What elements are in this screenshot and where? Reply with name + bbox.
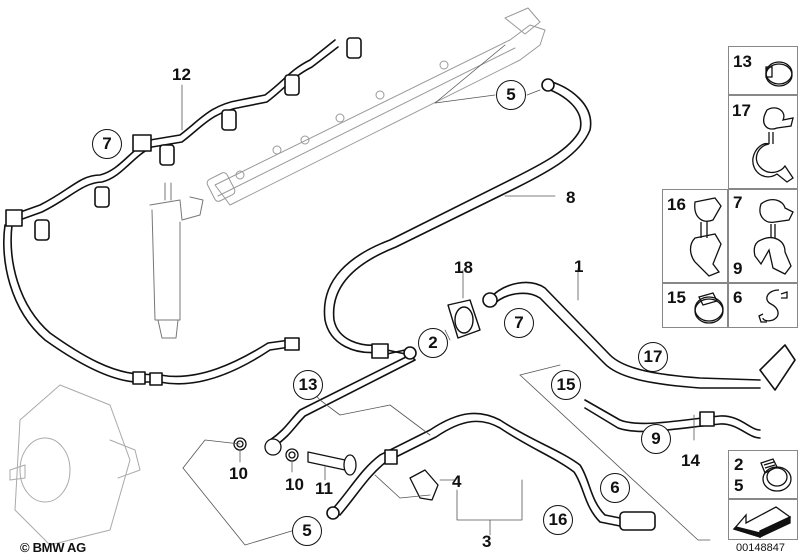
legend-number: 15 [667, 288, 686, 307]
hose-1 [482, 281, 796, 391]
leak-off-harness [2, 37, 362, 383]
copyright: © BMW AG [20, 540, 86, 555]
callout-10-b[interactable]: 10 [285, 475, 304, 494]
grommet-18 [447, 299, 481, 339]
callout-2[interactable]: 2 [418, 328, 448, 358]
callout-12[interactable]: 12 [172, 65, 191, 84]
legend-number: 2 [734, 455, 744, 474]
pipe-13 [269, 343, 417, 447]
callout-11[interactable]: 11 [315, 479, 333, 498]
image-number: 00148847 [736, 542, 785, 554]
callout-15[interactable]: 15 [551, 370, 581, 400]
legend-number: 17 [732, 101, 751, 120]
return-line [132, 337, 300, 386]
line-3 [326, 412, 656, 531]
fuel-injector [149, 182, 204, 339]
double-hose-clip-icon [752, 107, 794, 183]
legend-number: 16 [667, 195, 686, 214]
callout-4[interactable]: 4 [452, 472, 462, 491]
callout-5-top[interactable]: 5 [496, 80, 526, 110]
callout-17[interactable]: 17 [638, 342, 668, 372]
callout-10-a[interactable]: 10 [229, 464, 248, 483]
hose-clamp-icon [694, 292, 724, 324]
double-hose-clip-icon [689, 197, 722, 277]
callout-7-mid[interactable]: 7 [504, 308, 534, 338]
legend-cell-2-5[interactable]: 2 5 [728, 450, 798, 499]
legend-number: 6 [733, 288, 743, 307]
worm-drive-clamp-icon [760, 458, 792, 492]
direction-arrow-icon [732, 506, 792, 539]
legend-number: 9 [733, 259, 743, 278]
callout-14[interactable]: 14 [681, 451, 700, 470]
s-clip-icon [758, 289, 788, 323]
legend-number: 5 [734, 476, 744, 495]
callout-5-bottom[interactable]: 5 [292, 516, 322, 546]
legend-number: 13 [733, 52, 752, 71]
callout-9[interactable]: 9 [641, 424, 671, 454]
callout-8[interactable]: 8 [566, 188, 576, 207]
leader-lines [181, 44, 711, 546]
legend-cell-15[interactable]: 15 [662, 283, 728, 328]
line-14 [584, 399, 761, 439]
callout-3[interactable]: 3 [482, 532, 492, 551]
double-hose-clip-icon [753, 198, 794, 275]
fuel-rail [206, 7, 546, 206]
legend-cell-16[interactable]: 16 [662, 189, 728, 283]
legend-cell-6[interactable]: 6 [728, 283, 798, 328]
spring-band-clamp-icon [765, 61, 793, 87]
callout-18[interactable]: 18 [454, 258, 473, 277]
legend-cell-7-9[interactable]: 7 9 [728, 189, 798, 283]
callout-6[interactable]: 6 [600, 473, 630, 503]
high-pressure-pump [9, 384, 141, 546]
legend-cell-13[interactable]: 13 [728, 46, 798, 95]
legend-cell-17[interactable]: 17 [728, 95, 798, 189]
legend-number: 7 [733, 193, 743, 212]
seal-washers [233, 437, 357, 476]
callout-16[interactable]: 16 [543, 505, 573, 535]
callout-13[interactable]: 13 [293, 370, 323, 400]
legend-cell-orientation[interactable] [728, 499, 798, 540]
callout-7-harness[interactable]: 7 [92, 129, 122, 159]
fitting-4 [409, 469, 439, 501]
callout-1[interactable]: 1 [574, 257, 584, 276]
hose-8 [323, 78, 592, 354]
